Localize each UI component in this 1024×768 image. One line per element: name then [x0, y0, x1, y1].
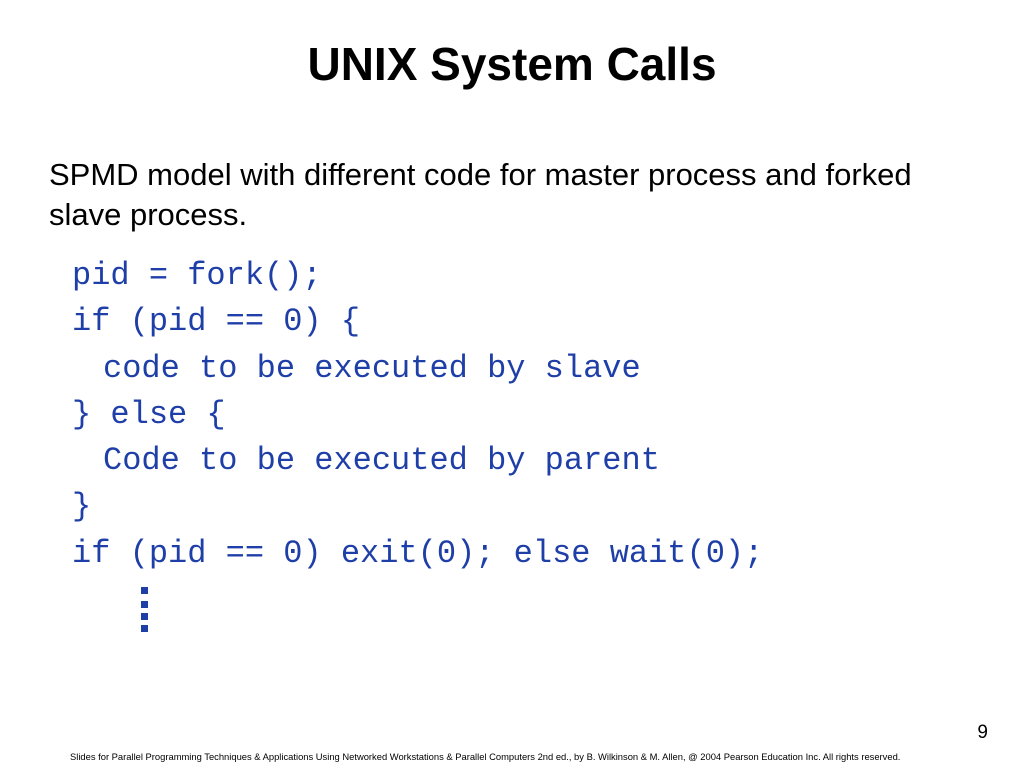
code-line: pid = fork(); — [72, 257, 322, 294]
ellipsis-dot — [141, 625, 148, 632]
ellipsis-dot — [141, 613, 148, 620]
ellipsis-dot — [141, 601, 148, 608]
code-line: if (pid == 0) exit(0); else wait(0); — [72, 534, 764, 572]
slide-footer: Slides for Parallel Programming Techniqu… — [70, 751, 901, 762]
code-block: pid = fork(); if (pid == 0) { code to be… — [72, 253, 763, 577]
code-line: } — [72, 488, 92, 526]
code-line: if (pid == 0) { — [72, 303, 361, 341]
code-line: } else { — [72, 395, 226, 433]
ellipsis-dot — [141, 587, 148, 594]
code-line: Code to be executed by parent — [103, 442, 660, 480]
code-line: code to be executed by slave — [103, 349, 641, 387]
slide-intro-text: SPMD model with different code for maste… — [49, 157, 912, 232]
slide-title: UNIX System Calls — [307, 38, 717, 90]
vertical-ellipsis-icon — [138, 587, 152, 633]
page-number: 9 — [977, 722, 988, 743]
